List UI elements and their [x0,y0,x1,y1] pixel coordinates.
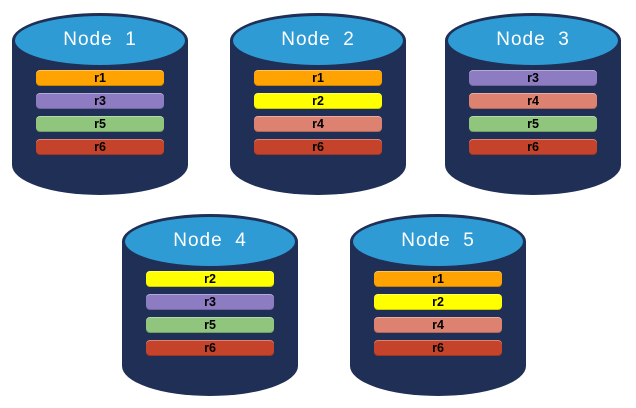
replica-label: r6 [204,340,216,355]
replica-bar-r1: r1 [374,271,502,287]
replica-bar-r6: r6 [374,340,502,356]
replica-bar-r1: r1 [36,70,164,86]
database-node-1: Node 1 r1 r3 r5 r6 [12,13,188,195]
replica-bar-r2: r2 [254,93,382,109]
replica-bar-r5: r5 [146,317,274,333]
replica-label: r4 [432,317,444,332]
replica-label: r5 [204,317,216,332]
cylinder-top: Node 1 [12,13,188,68]
node-title: Node 1 [63,29,137,50]
node-title: Node 3 [496,29,570,50]
replica-label: r3 [527,70,539,85]
replica-label: r2 [432,294,444,309]
replica-bar-r4: r4 [254,116,382,132]
replica-bar-r3: r3 [469,70,597,86]
database-node-5: Node 5 r1 r2 r4 r6 [350,214,526,396]
cylinder-top: Node 5 [350,214,526,269]
replica-bar-r2: r2 [146,271,274,287]
replica-label: r3 [94,93,106,108]
replica-label: r6 [527,139,539,154]
replica-bar-r3: r3 [146,294,274,310]
replica-list: r1 r2 r4 r6 [374,271,502,356]
replica-bar-r6: r6 [146,340,274,356]
database-node-4: Node 4 r2 r3 r5 r6 [122,214,298,396]
replica-label: r4 [312,116,324,131]
replica-label: r5 [527,116,539,131]
cylinder-top: Node 4 [122,214,298,269]
replica-bar-r4: r4 [374,317,502,333]
replica-label: r1 [432,271,444,286]
replica-label: r6 [432,340,444,355]
replica-label: r2 [312,93,324,108]
replica-label: r5 [94,116,106,131]
replica-list: r2 r3 r5 r6 [146,271,274,356]
replica-label: r1 [94,70,106,85]
replica-bar-r5: r5 [469,116,597,132]
replica-label: r6 [312,139,324,154]
replica-label: r4 [527,93,539,108]
replica-bar-r4: r4 [469,93,597,109]
replica-bar-r6: r6 [469,139,597,155]
replica-label: r1 [312,70,324,85]
database-node-3: Node 3 r3 r4 r5 r6 [445,13,621,195]
node-title: Node 5 [401,230,475,251]
cylinder-top: Node 2 [230,13,406,68]
replica-label: r3 [204,294,216,309]
replica-bar-r5: r5 [36,116,164,132]
replica-list: r1 r3 r5 r6 [36,70,164,155]
node-title: Node 2 [281,29,355,50]
node-title: Node 4 [173,230,247,251]
replica-list: r1 r2 r4 r6 [254,70,382,155]
replica-bar-r1: r1 [254,70,382,86]
replica-label: r6 [94,139,106,154]
database-node-2: Node 2 r1 r2 r4 r6 [230,13,406,195]
replica-bar-r3: r3 [36,93,164,109]
replica-bar-r6: r6 [254,139,382,155]
replica-list: r3 r4 r5 r6 [469,70,597,155]
replica-label: r2 [204,271,216,286]
cylinder-top: Node 3 [445,13,621,68]
replica-bar-r2: r2 [374,294,502,310]
replica-bar-r6: r6 [36,139,164,155]
